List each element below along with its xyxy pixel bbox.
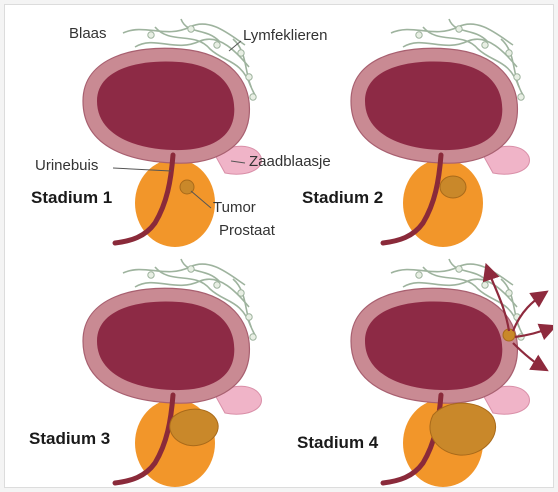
lymph-node <box>238 50 244 56</box>
lymph-node <box>456 266 462 272</box>
lymph-node <box>482 42 488 48</box>
lymph-node <box>518 94 524 100</box>
lymph-node <box>188 266 194 272</box>
stage-1-label: Stadium 1 <box>31 188 112 208</box>
lymph-vessel <box>391 24 513 45</box>
lymph-node <box>250 334 256 340</box>
lymph-node <box>214 282 220 288</box>
metastasis-arrow <box>513 343 545 369</box>
stage-3-label: Stadium 3 <box>29 429 110 449</box>
staging-figure: Blaas Lymfeklieren Urinebuis Zaadblaasje… <box>4 4 554 488</box>
lymph-node <box>250 94 256 100</box>
lymph-node <box>148 32 154 38</box>
lymph-node <box>506 50 512 56</box>
lymph-node <box>148 272 154 278</box>
prostate-cancer-stages-illustration <box>5 5 553 487</box>
lymph-vessel <box>123 24 245 45</box>
tumor <box>430 403 496 455</box>
label-seminal-vesicle: Zaadblaasje <box>249 153 331 170</box>
label-prostate: Prostaat <box>219 222 275 239</box>
label-lymph-nodes: Lymfeklieren <box>243 27 327 44</box>
lymph-node <box>214 42 220 48</box>
lymph-node <box>416 272 422 278</box>
lymph-vessel <box>123 264 245 285</box>
lymph-node <box>246 314 252 320</box>
label-tumor: Tumor <box>213 199 256 216</box>
lymph-node <box>188 26 194 32</box>
label-bladder: Blaas <box>69 25 107 42</box>
lymph-node <box>416 32 422 38</box>
lymph-node <box>238 290 244 296</box>
lymph-node <box>246 74 252 80</box>
lymph-node <box>506 290 512 296</box>
stage-2-label: Stadium 2 <box>302 188 383 208</box>
label-urethra: Urinebuis <box>35 157 98 174</box>
stage-3-drawing <box>83 259 261 487</box>
lymph-node <box>456 26 462 32</box>
lymph-vessel <box>391 264 513 285</box>
tumor <box>170 409 218 446</box>
lymph-node <box>514 74 520 80</box>
stage-4-label: Stadium 4 <box>297 433 378 453</box>
lymph-node <box>482 282 488 288</box>
stage-4-drawing <box>351 259 553 487</box>
stage-2-drawing <box>351 19 529 247</box>
tumor <box>440 176 466 198</box>
